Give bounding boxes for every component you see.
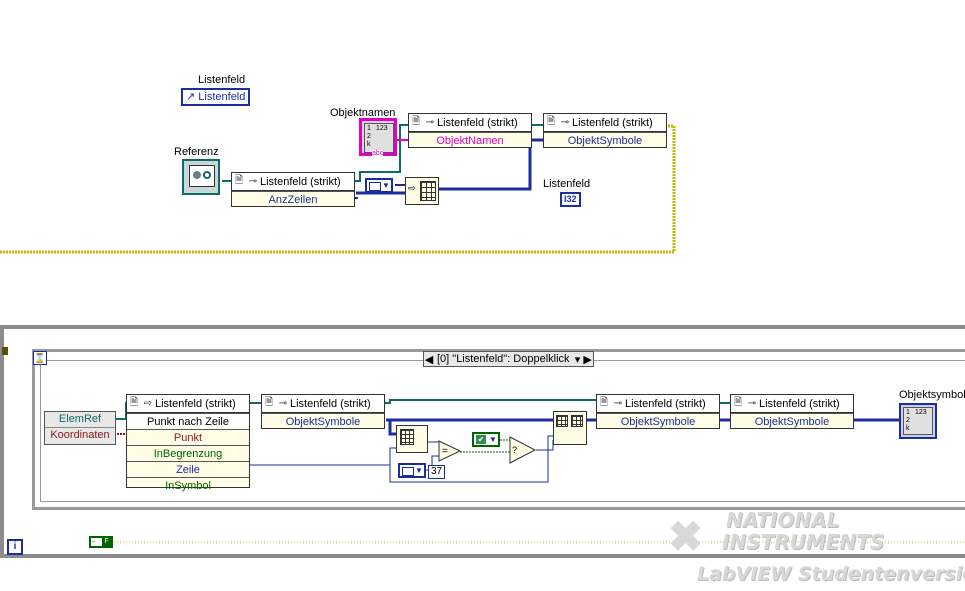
property-anzzeilen[interactable]: AnzZeilen	[232, 191, 354, 207]
property-node-icon: ⊸	[747, 398, 757, 409]
index-array-node[interactable]	[396, 425, 428, 453]
param-punkt[interactable]: Punkt	[127, 429, 249, 445]
property-objektsymbole-a[interactable]: ObjektSymbole	[262, 413, 384, 429]
property-node-icon: ⊸	[560, 117, 570, 128]
refnum-wire-2	[353, 124, 408, 182]
property-node-anzzeilen[interactable]: 🗎 ⊸ Listenfeld (strikt) AnzZeilen	[231, 172, 355, 207]
array-grid-icon	[556, 415, 568, 427]
replace-array-subset-node[interactable]	[553, 411, 587, 445]
array-wire-ev1	[386, 418, 396, 436]
ring-constant-2[interactable]: ▼	[398, 463, 426, 478]
dropdown-arrow-icon: ▼	[489, 435, 497, 444]
bool-ring-constant[interactable]: ✔ ▼	[472, 432, 500, 447]
array-grid-icon	[420, 181, 436, 201]
objektnamen-control[interactable]: 1 2 k 123 abc	[359, 118, 397, 157]
equal-node[interactable]: =	[438, 440, 462, 462]
ref-arrow-icon: ↗	[186, 91, 196, 103]
property-node-header: 🗎 ⊸ Listenfeld (strikt)	[232, 173, 354, 191]
objektsymbol-list-icon: 1 2 k 123	[903, 407, 933, 435]
document-icon: 🗎	[411, 116, 421, 127]
property-node-objektsymbole-a[interactable]: 🗎 ⊸ Listenfeld (strikt) ObjektSymbole	[261, 394, 385, 429]
invoke-node[interactable]: 🗎 ⇨ Listenfeld (strikt) Punkt nach Zeile…	[126, 394, 250, 492]
array-grid-icon-2	[571, 415, 583, 427]
param-zeile[interactable]: Zeile	[127, 461, 249, 477]
objektsymbol-indicator[interactable]: 1 2 k 123	[899, 403, 937, 439]
select-icon: ?	[512, 445, 517, 455]
listenfeld-ref-control[interactable]: ↗ Listenfeld	[181, 88, 251, 106]
property-objektsymbole[interactable]: ObjektSymbole	[544, 132, 666, 148]
param-inbegrenzung[interactable]: InBegrenzung	[127, 445, 249, 461]
watermark-line1: NATIONAL	[726, 508, 840, 532]
watermark-line2: INSTRUMENTS	[722, 530, 885, 554]
referenz-label: Referenz	[174, 146, 219, 158]
property-objektnamen[interactable]: ObjektNamen	[409, 132, 531, 148]
listenfeld-out-label: Listenfeld	[543, 178, 591, 190]
document-icon: 🗎	[129, 397, 139, 408]
array-grid-icon	[400, 429, 414, 445]
property-node-objektsymbole[interactable]: 🗎 ⊸ Listenfeld (strikt) ObjektSymbole	[543, 113, 667, 148]
listenfeld-ref-text: Listenfeld	[198, 91, 246, 103]
property-objektsymbole-b[interactable]: ObjektSymbole	[597, 413, 719, 429]
document-icon: 🗎	[264, 397, 274, 408]
checkmark-icon: ✔	[476, 435, 486, 444]
listenfeld-i32-indicator[interactable]: I32	[560, 192, 581, 207]
false-constant[interactable]: F ‒	[89, 536, 113, 548]
document-icon: 🗎	[234, 175, 244, 186]
property-node-icon: ⊸	[248, 176, 258, 187]
zeile-wire-2	[389, 447, 396, 465]
event-data-koordinaten: Koordinaten	[50, 429, 110, 441]
invoke-method[interactable]: Punkt nach Zeile	[127, 413, 249, 429]
document-icon: 🗎	[733, 397, 743, 408]
equal-sign-icon: =	[442, 446, 448, 457]
ring-constant[interactable]: ▼	[365, 178, 393, 193]
i32-array-wire	[436, 138, 544, 191]
zeile-wire	[249, 435, 553, 483]
property-node-icon: ⊸	[425, 117, 435, 128]
param-insymbol[interactable]: InSymbol	[127, 477, 249, 493]
timeout-hourglass-icon: ⌛	[33, 351, 47, 365]
property-objektsymbole-c[interactable]: ObjektSymbole	[731, 413, 853, 429]
loop-iteration-terminal: i	[7, 539, 23, 555]
event-case-label: [0] "Listenfeld": Doppelklick	[437, 353, 570, 365]
objektsymbol-label: Objektsymbol	[899, 389, 965, 401]
event-structure[interactable]	[32, 349, 965, 510]
refnum-wire-ev2	[385, 399, 596, 404]
increment-arrow-icon[interactable]: ▶	[583, 353, 592, 366]
property-node-icon: ⊸	[613, 398, 623, 409]
build-array-node[interactable]: ⇨	[405, 177, 439, 205]
objektnamen-label: Objektnamen	[330, 107, 396, 119]
document-icon: 🗎	[546, 116, 556, 127]
objektnamen-list-icon: 1 2 k 123	[364, 123, 394, 153]
invoke-node-icon: ⇨	[143, 398, 153, 409]
property-node-objektsymbole-b[interactable]: 🗎 ⊸ Listenfeld (strikt) ObjektSymbole	[596, 394, 720, 429]
dropdown-arrow-icon: ▼	[382, 181, 390, 190]
listenfeld-ref-label: Listenfeld	[198, 74, 246, 86]
event-case-selector[interactable]: ◀ [0] "Listenfeld": Doppelklick ▾ ▶	[423, 351, 594, 367]
event-data-elemref: ElemRef	[45, 412, 115, 428]
event-data-node[interactable]: ElemRef Koordinaten	[44, 411, 116, 445]
refnum-icon	[189, 165, 215, 187]
decrement-arrow-icon[interactable]: ◀	[424, 353, 434, 366]
document-icon: 🗎	[599, 397, 609, 408]
property-node-objektsymbole-c[interactable]: 🗎 ⊸ Listenfeld (strikt) ObjektSymbole	[730, 394, 854, 429]
loop-terminal	[2, 347, 8, 355]
constant-37[interactable]: 37	[428, 465, 446, 479]
abc-tag: abc	[372, 150, 384, 157]
property-node-objektnamen[interactable]: 🗎 ⊸ Listenfeld (strikt) ObjektNamen	[408, 113, 532, 148]
property-node-icon: ⊸	[278, 398, 288, 409]
error-wire-top	[0, 124, 676, 254]
dropdown-arrow-icon[interactable]: ▾	[574, 353, 581, 366]
dropdown-arrow-icon: ▼	[415, 466, 423, 475]
watermark-line3: LabVIEW Studentenversion	[697, 563, 965, 585]
while-loop[interactable]	[0, 325, 965, 558]
select-node[interactable]: ?	[509, 436, 537, 464]
arrow-icon: ⇨	[408, 183, 416, 193]
referenz-control[interactable]	[182, 159, 220, 195]
ni-logo-icon: ✖	[668, 513, 704, 560]
